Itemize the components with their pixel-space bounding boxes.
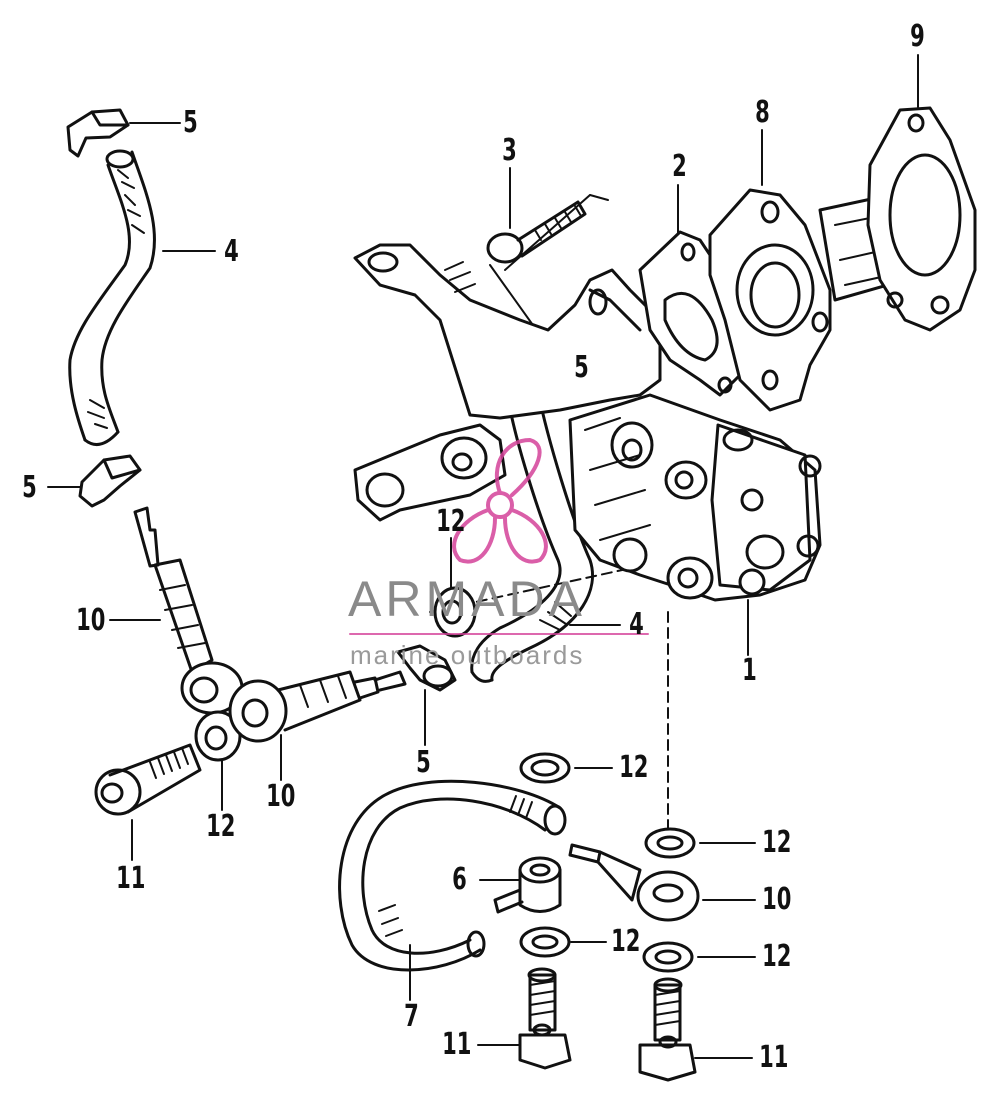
callout-11-left: 11 — [116, 861, 146, 896]
callout-11-lower-left: 11 — [442, 1027, 472, 1062]
callout-10-middle: 10 — [266, 779, 296, 814]
banjo-bolt-lower-left — [518, 967, 572, 1070]
callout-9: 9 — [910, 19, 925, 54]
banjo-fitting-lower — [568, 843, 700, 922]
callout-5-pump: 5 — [574, 350, 589, 385]
banjo-bolt-lower-right — [638, 977, 697, 1082]
sealing-washer-left — [194, 710, 242, 762]
callout-12-right-4: 12 — [762, 939, 792, 974]
callout-4-top: 4 — [224, 234, 239, 269]
callout-10-left: 10 — [76, 603, 106, 638]
banjo-bolt-left — [94, 743, 202, 816]
callout-12-left: 12 — [206, 809, 236, 844]
bracket-arm-left — [353, 423, 507, 522]
callout-5-middle: 5 — [416, 745, 431, 780]
callout-10-lower: 10 — [762, 882, 792, 917]
sealing-washer-right-4 — [642, 941, 694, 973]
banjo-fitting-middle — [228, 670, 407, 743]
hose-clamp-middle — [396, 644, 457, 692]
callout-1: 1 — [742, 653, 757, 688]
hose-clamp-top — [66, 108, 130, 158]
sealing-washer-center — [433, 586, 477, 638]
hose-upper — [68, 149, 156, 446]
sealing-washer-right-3 — [519, 926, 571, 958]
callout-12-right-3: 12 — [611, 924, 641, 959]
callout-11-lower-right: 11 — [759, 1040, 789, 1075]
oil-pump-body — [568, 393, 822, 602]
callout-12-right-1: 12 — [619, 750, 649, 785]
banjo-fitting-left — [133, 506, 244, 715]
callout-6: 6 — [452, 862, 467, 897]
callout-3: 3 — [502, 133, 517, 168]
drive-housing — [818, 106, 977, 332]
callout-12-center: 12 — [436, 504, 466, 539]
hose-clamp-left — [78, 454, 142, 508]
pump-flange — [708, 188, 832, 412]
hose-lower — [338, 779, 567, 972]
sealing-washer-right-1 — [519, 752, 571, 784]
mounting-bolt — [486, 200, 587, 264]
callout-5-left: 5 — [22, 470, 37, 505]
watermark-tagline: marine outboards — [350, 640, 585, 670]
callout-4-right: 4 — [629, 607, 644, 642]
mounting-bracket — [353, 243, 662, 420]
callout-7: 7 — [404, 999, 419, 1034]
callout-12-right-2: 12 — [762, 825, 792, 860]
callout-5-top: 5 — [183, 105, 198, 140]
callout-8: 8 — [755, 95, 770, 130]
sealing-washer-right-2 — [644, 827, 696, 859]
hose-fitting — [493, 856, 562, 914]
callout-2: 2 — [672, 149, 687, 184]
watermark-brand: ARMADA — [348, 571, 586, 627]
propeller-icon — [452, 438, 548, 564]
